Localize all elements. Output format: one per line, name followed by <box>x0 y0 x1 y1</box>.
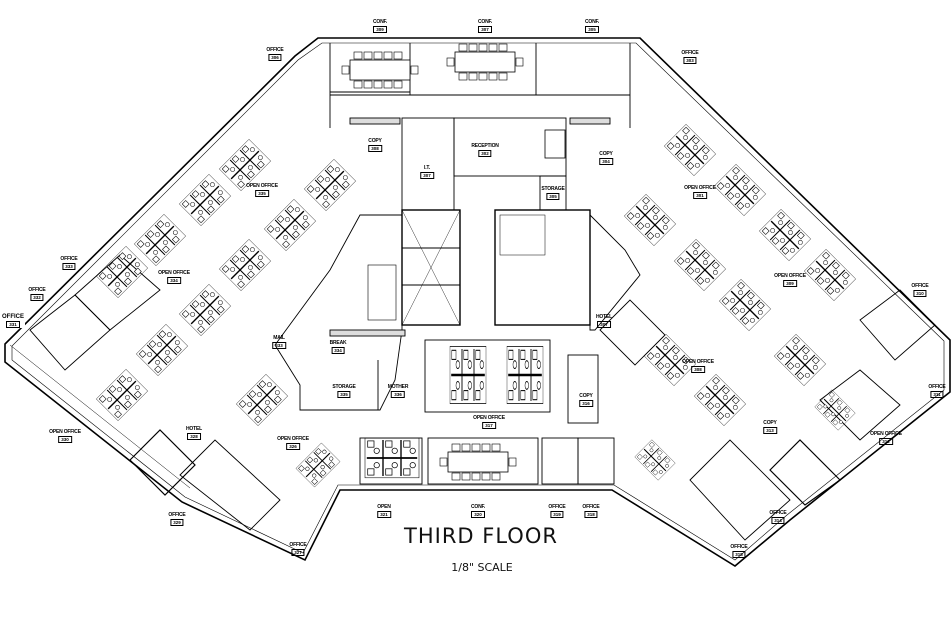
workstation-cluster <box>178 283 232 337</box>
workstation-cluster <box>95 368 149 422</box>
interior-walls <box>9 43 936 541</box>
workstation-cluster <box>663 123 717 177</box>
workstation-cluster <box>803 248 857 302</box>
workstation-clusters <box>95 123 857 488</box>
conference-furniture <box>341 43 566 481</box>
conference-table <box>341 51 419 89</box>
room-label: I.T.307 <box>420 166 434 179</box>
room-label: CONF.320 <box>470 504 486 518</box>
workstation-cluster <box>218 238 272 292</box>
workstation-cluster <box>505 345 545 405</box>
plan-title: THIRD FLOOR <box>404 524 558 548</box>
workstation-cluster <box>303 158 357 212</box>
workstation-cluster <box>133 213 187 267</box>
workstation-cluster <box>773 333 827 387</box>
room-label: CONF.307 <box>477 19 493 33</box>
conference-table <box>439 443 517 481</box>
conference-table <box>446 43 524 81</box>
exterior-walls <box>4 37 951 567</box>
workstation-cluster <box>623 193 677 247</box>
workstation-cluster <box>758 208 812 262</box>
workstation-cluster <box>448 345 488 405</box>
workstation-cluster <box>178 173 232 227</box>
workstation-cluster <box>634 439 676 481</box>
workstation-cluster <box>693 373 747 427</box>
workstation-cluster <box>263 198 317 252</box>
room-label: CONF.309 <box>372 19 388 33</box>
break-counter <box>367 264 397 321</box>
workstation-cluster <box>718 278 772 332</box>
workstation-cluster <box>713 163 767 217</box>
room-label: CONF.305 <box>584 19 600 33</box>
plan-scale: 1/8" SCALE <box>451 561 513 574</box>
workstation-cluster <box>673 238 727 292</box>
workstation-cluster <box>364 437 420 479</box>
workstation-cluster <box>135 323 189 377</box>
workstation-cluster <box>235 373 289 427</box>
workstation-cluster <box>814 389 856 431</box>
reception-desk <box>544 129 566 159</box>
